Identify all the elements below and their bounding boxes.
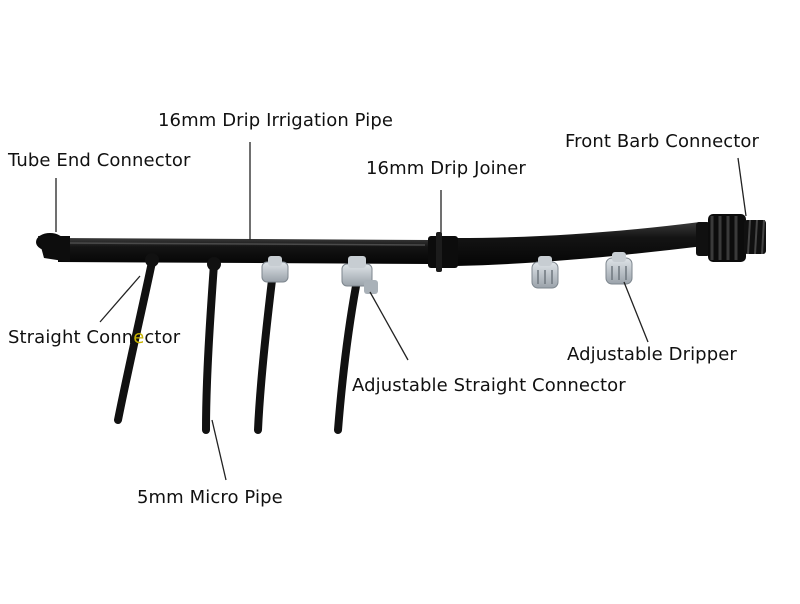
micro-pipe-2 [202, 260, 218, 434]
label-16mm-drip-joiner: 16mm Drip Joiner [366, 158, 526, 179]
leader-front-barb [737, 157, 747, 217]
adjustable-straight-connector-1 [261, 256, 289, 283]
straight-connector-2 [207, 257, 221, 271]
straight-connector-text-highlight: e [133, 327, 145, 348]
leader-micro-pipe [211, 419, 227, 481]
adjustable-dripper-2 [605, 252, 633, 285]
micro-pipe-4 [334, 282, 360, 434]
tube-end-connector [36, 233, 70, 262]
leader-adj-dripper [623, 281, 649, 343]
straight-connector-1 [145, 253, 159, 267]
label-tube-end-connector: Tube End Connector [8, 150, 191, 171]
label-adjustable-straight-connector: Adjustable Straight Connector [352, 375, 626, 396]
drip-joiner [428, 236, 458, 268]
label-5mm-micro-pipe: 5mm Micro Pipe [137, 487, 283, 508]
adjustable-straight-connector-2 [341, 256, 378, 294]
label-16mm-drip-irrigation-pipe: 16mm Drip Irrigation Pipe [158, 110, 394, 131]
micro-pipe-1 [114, 258, 156, 424]
leader-straight [99, 275, 141, 323]
label-straight-connector: Straight Connector [8, 327, 180, 348]
straight-connector-text-a: Straight Conn [8, 327, 134, 348]
front-barb-connector [696, 214, 766, 262]
micro-pipe-3 [254, 276, 276, 434]
main-pipe-left [58, 238, 430, 264]
leader-adj-straight [369, 291, 409, 361]
label-adjustable-dripper: Adjustable Dripper [567, 344, 737, 365]
straight-connector-text-b: ctor [144, 327, 181, 348]
adjustable-dripper-1 [531, 256, 559, 289]
label-front-barb-connector: Front Barb Connector [565, 131, 760, 152]
main-pipe-right [456, 222, 704, 266]
